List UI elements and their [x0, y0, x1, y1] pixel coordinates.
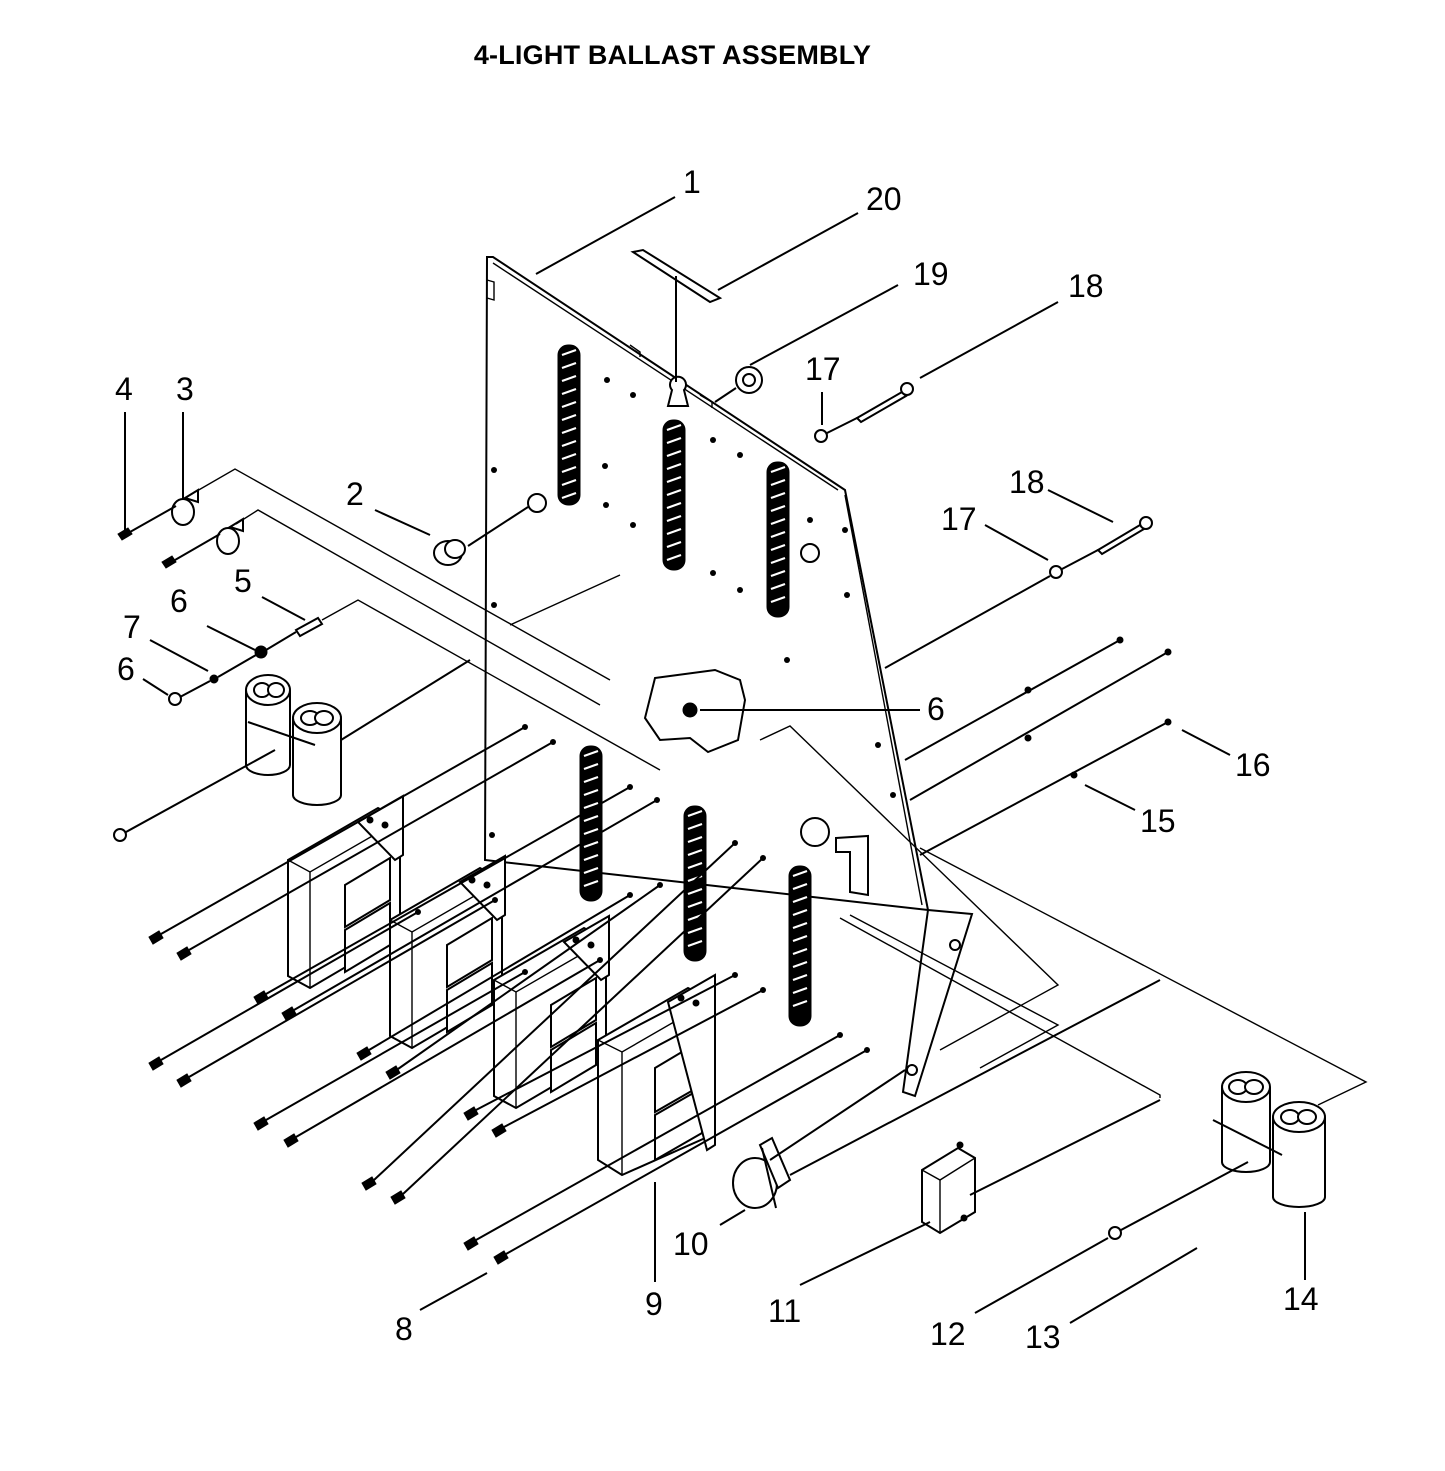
screw-line: [503, 989, 764, 1128]
panel-hole: [732, 840, 738, 846]
panel-hole: [864, 1047, 870, 1053]
screw-head: [176, 1073, 192, 1088]
screw-head: [356, 1046, 372, 1061]
callout-20: 20: [866, 181, 902, 217]
panel-hole: [837, 1032, 843, 1038]
screw-line: [373, 842, 736, 1181]
callout-14: 14: [1283, 1281, 1319, 1317]
part-10-clamp: [732, 979, 1161, 1209]
assembly-reference-lines: [509, 574, 1161, 1098]
screw-line: [265, 786, 631, 995]
screw-line: [295, 959, 601, 1138]
callout-13: 13: [1025, 1319, 1061, 1355]
screw-line: [475, 1034, 841, 1241]
panel-hole: [732, 972, 738, 978]
panel-hole: [654, 797, 660, 803]
leader-lines: [124, 196, 1306, 1324]
callout-labels: 1 20 19 18 17 4 3 2 18 17 5 6 7 6 6 16 1…: [115, 164, 1319, 1355]
callout-17-right: 17: [941, 501, 977, 537]
parts-17-18-bolts: [814, 382, 1153, 669]
capacitor-pair-right: [919, 847, 1368, 1240]
callout-10: 10: [673, 1226, 709, 1262]
callout-6-upper: 6: [170, 583, 188, 619]
parts-5-6-7-hardware: [168, 599, 661, 771]
callout-11: 11: [768, 1293, 801, 1329]
callout-19: 19: [913, 256, 949, 292]
screw-line: [505, 1049, 868, 1255]
screw-head: [253, 1116, 269, 1131]
callout-18-top: 18: [1068, 268, 1104, 304]
panel-hole: [657, 882, 663, 888]
screw-line: [368, 894, 631, 1051]
screw-line: [265, 971, 526, 1121]
screw-head: [493, 1250, 509, 1265]
screw-head: [176, 946, 192, 961]
panel-hole: [492, 897, 498, 903]
callout-6-center: 6: [927, 691, 945, 727]
callout-6-lower: 6: [117, 651, 135, 687]
ballast-4: [597, 973, 716, 1177]
panel-hole: [597, 957, 603, 963]
screw-head: [390, 1190, 406, 1205]
panel-hole: [627, 784, 633, 790]
screw-line: [475, 974, 736, 1111]
panel-hole: [522, 724, 528, 730]
screw-line: [160, 726, 526, 935]
screw-head: [148, 1056, 164, 1071]
callout-4: 4: [115, 371, 133, 407]
part-2-grommet: [433, 506, 529, 566]
callout-18-right: 18: [1009, 464, 1045, 500]
callout-5: 5: [234, 563, 252, 599]
callout-15: 15: [1140, 803, 1176, 839]
panel-hole: [627, 892, 633, 898]
panel-hole: [550, 739, 556, 745]
part-11-box: [921, 1099, 1161, 1235]
screw-head: [283, 1133, 299, 1148]
screw-head: [463, 1236, 479, 1251]
screw-line: [160, 911, 419, 1061]
panel-hole: [760, 987, 766, 993]
callout-12: 12: [930, 1316, 966, 1352]
screw-head: [491, 1123, 507, 1138]
parts-15-16-rods: [904, 636, 1172, 856]
part-19-nut: [714, 366, 763, 403]
screw-line: [188, 899, 496, 1078]
callout-1: 1: [683, 164, 701, 200]
screw-line: [188, 741, 554, 951]
screw-head: [463, 1106, 479, 1121]
callout-3: 3: [176, 371, 194, 407]
diagram-title: 4-LIGHT BALLAST ASSEMBLY: [473, 40, 872, 70]
panel-hole: [522, 969, 528, 975]
callout-17-top: 17: [805, 351, 841, 387]
part-20-rod: [630, 248, 723, 382]
screw-line: [293, 799, 658, 1011]
callout-8: 8: [395, 1311, 413, 1347]
callout-16: 16: [1235, 747, 1271, 783]
part-8-screws: [148, 724, 870, 1265]
panel-hole: [415, 909, 421, 915]
callout-9: 9: [645, 1286, 663, 1322]
back-panel: [483, 256, 974, 1098]
screw-line: [402, 857, 764, 1195]
screw-head: [385, 1065, 401, 1080]
ballast-2: [389, 854, 506, 1050]
callout-7: 7: [123, 609, 141, 645]
callout-2: 2: [346, 476, 364, 512]
screw-head: [361, 1176, 377, 1191]
screw-head: [148, 930, 164, 945]
capacitor-pair-left: [113, 659, 471, 842]
screw-line: [397, 884, 661, 1070]
ballast-1: [287, 794, 404, 990]
panel-hole: [760, 855, 766, 861]
